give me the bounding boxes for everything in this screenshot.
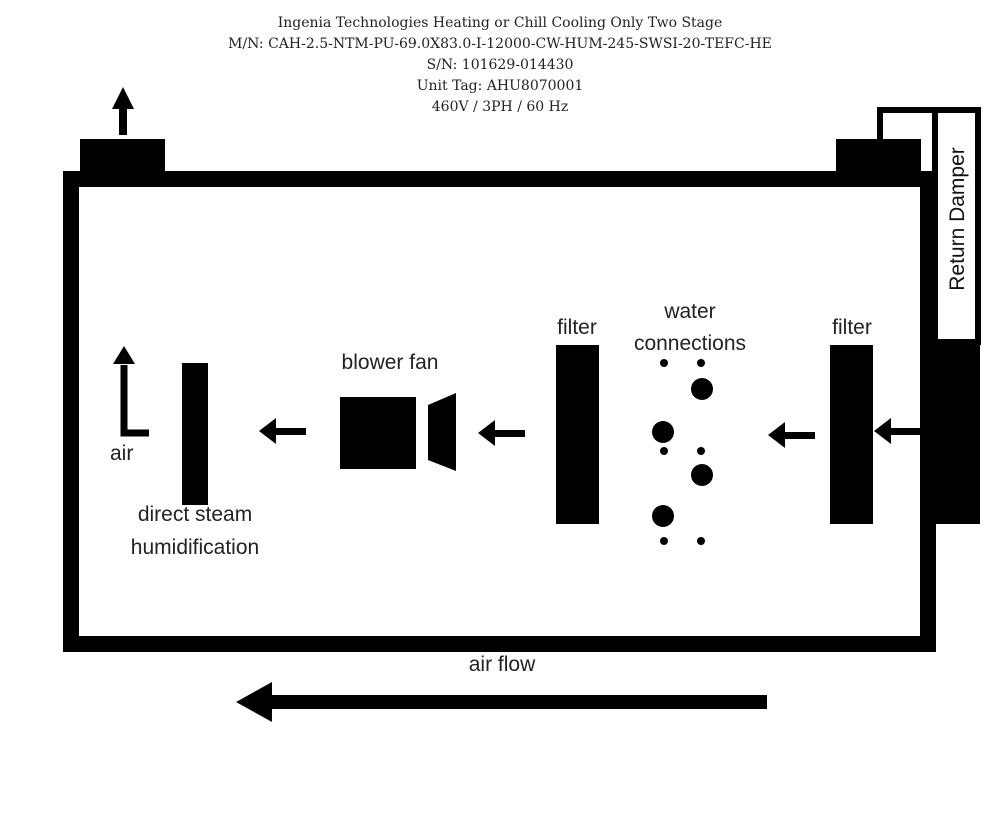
filter-right-label: filter [832, 316, 872, 339]
steam-humidifier-bar [182, 363, 208, 505]
humidifier-label-line2: humidification [130, 536, 260, 559]
water-connections-label-line1: water [664, 300, 716, 323]
supply-outlet-box [80, 139, 165, 181]
header-serial-number: S/N: 101629-014430 [426, 57, 574, 73]
return-damper-block [935, 342, 980, 524]
flow-arrow-2-head [478, 420, 495, 446]
water-connection-small-1 [660, 359, 668, 367]
blower-fan-label: blower fan [341, 351, 439, 374]
water-connection-large-1 [691, 378, 713, 400]
flow-arrow-2-shaft [490, 430, 525, 437]
header-model-number: M/N: CAH-2.5-NTM-PU-69.0X83.0-I-12000-CW… [228, 36, 772, 52]
header-electrical: 460V / 3PH / 60 Hz [431, 99, 569, 115]
air-flow-label: air flow [468, 653, 536, 676]
blower-fan-inlet-cone [428, 393, 456, 471]
header-title: Ingenia Technologies Heating or Chill Co… [277, 15, 723, 31]
water-connection-large-2 [652, 421, 674, 443]
flow-arrow-1-head [768, 422, 785, 448]
water-connection-small-2 [697, 359, 705, 367]
air-outlet-label: air [110, 442, 134, 465]
water-connection-large-4 [652, 505, 674, 527]
flow-arrow-3-shaft [270, 428, 306, 435]
humidifier-label-line1: direct steam [137, 503, 253, 526]
air-flow-arrow-shaft [268, 695, 767, 709]
filter-right [830, 345, 873, 524]
cabinet-outline [63, 171, 936, 652]
inlet-arrow-head [874, 418, 891, 444]
flow-arrow-1-shaft [779, 432, 815, 439]
header-unit-tag: Unit Tag: AHU8070001 [416, 78, 584, 94]
inlet-arrow-shaft [885, 428, 921, 435]
return-inlet-box [836, 139, 921, 181]
water-connection-small-3 [660, 447, 668, 455]
air-outlet-arrow-shaft [120, 365, 149, 437]
water-connections-label-line2: connections [633, 332, 747, 355]
supply-outlet-arrow-head [112, 87, 134, 109]
water-connection-small-4 [697, 447, 705, 455]
flow-arrow-3-head [259, 418, 276, 444]
water-connection-large-3 [691, 464, 713, 486]
air-flow-arrow-head [236, 682, 272, 722]
blower-fan-housing [340, 397, 416, 469]
filter-left [556, 345, 599, 524]
return-damper-label: Return Damper [946, 147, 969, 291]
water-connection-small-6 [697, 537, 705, 545]
supply-outlet-arrow-shaft [119, 106, 127, 135]
water-connection-small-5 [660, 537, 668, 545]
air-outlet-arrow-head [113, 346, 135, 364]
filter-left-label: filter [557, 316, 597, 339]
